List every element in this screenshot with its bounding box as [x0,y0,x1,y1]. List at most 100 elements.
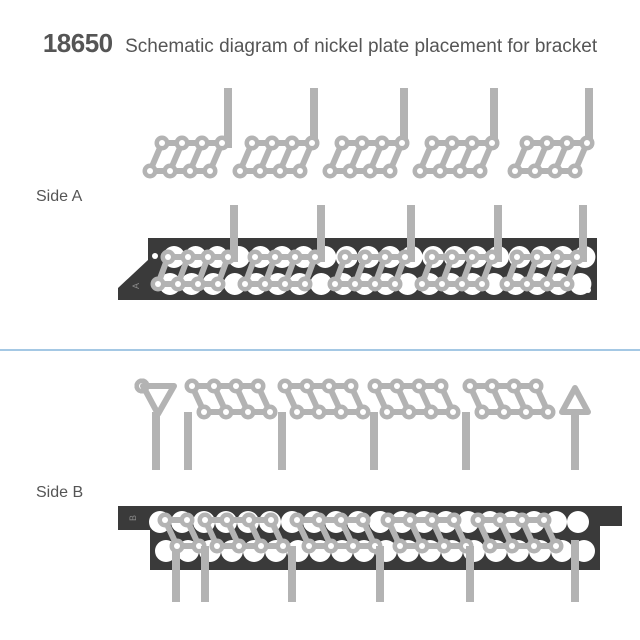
plate-node-hole [294,517,300,523]
plate-node-hole [179,140,185,146]
plate-node-hole [280,543,286,549]
plate-node-hole [524,140,530,146]
plate-tab [288,546,296,602]
plate-node-hole [544,281,550,287]
plate-node-hole [545,409,551,415]
side-b-plate-5 [462,378,556,470]
plate-node-hole [497,517,503,523]
title-text: Schematic diagram of nickel plate placem… [125,36,598,57]
plate-node-hole [457,168,463,174]
plate-node-hole [255,383,261,389]
plate-node-hole [487,543,493,549]
plate-node-hole [242,281,248,287]
plate-node-hole [552,168,558,174]
plate-node-hole [189,383,195,389]
plate-node-hole [469,254,475,260]
plate-node-hole [202,517,208,523]
plate-node-hole [267,409,273,415]
plate-node-hole [450,409,456,415]
plate-node-hole [224,517,230,523]
plate-node-hole [174,543,180,549]
side-b-mounted-plate-1 [157,512,207,602]
plate-node-hole [504,281,510,287]
plate-node-hole [249,140,255,146]
plate-node-hole [338,517,344,523]
plate-node-hole [509,543,515,549]
plate-node-hole [348,383,354,389]
plate-node-hole [258,543,264,549]
plate-node-hole [304,383,310,389]
plate-node-hole [407,517,413,523]
plate-node-hole [437,168,443,174]
plate-node-hole [214,543,220,549]
plate-node-hole [429,140,435,146]
plate-node-hole [489,383,495,389]
side-a-plate-4 [412,88,500,179]
plate-tab [278,412,286,470]
plate-node-hole [184,517,190,523]
plate-node-hole [574,254,580,260]
plate-node-hole [309,140,315,146]
side-a-bracket-assembly: A [118,205,597,300]
plate-node-hole [584,140,590,146]
plate-node-hole [245,409,251,415]
plate-node-hole [553,543,559,549]
plate-node-hole [147,168,153,174]
plate-node-hole [544,140,550,146]
side-a-plate-2 [232,88,320,179]
plate-node-hole [316,517,322,523]
plate-node-hole [187,168,193,174]
plate-node-hole [272,254,278,260]
plate-tab [490,88,498,148]
side-a-mounted-plate-5 [499,205,587,292]
plate-node-hole [477,168,483,174]
plate-tab [585,88,593,148]
plate-node-hole [233,383,239,389]
plate-node-hole [384,409,390,415]
plate-node-hole [416,383,422,389]
plate-node-hole [297,168,303,174]
side-b-mounted-plate-3 [288,512,383,602]
plate-node-hole [225,254,231,260]
plate-node-hole [531,543,537,549]
plate-node-hole [438,383,444,389]
plate-node-hole [328,543,334,549]
plate-node-hole [449,140,455,146]
plate-node-hole [219,140,225,146]
side-a-plate-3 [322,88,410,179]
plate-node-hole [475,517,481,523]
plate-node-hole [282,281,288,287]
plate-node-hole [360,409,366,415]
plate-node-hole [429,517,435,523]
plate-node-hole [459,281,465,287]
plate-node-hole [429,254,435,260]
plate-node-hole [394,383,400,389]
side-a-label: Side A [36,188,83,205]
plate-node-hole [292,254,298,260]
cell-bottom [569,273,592,295]
plate-node-hole [205,254,211,260]
plate-node-hole [339,140,345,146]
plate-node-hole [268,517,274,523]
plate-node-hole [237,168,243,174]
cell-bottom [483,273,505,295]
plate-node-hole [469,140,475,146]
side-b-mounted-plate-2 [197,512,291,602]
plate-node-hole [167,168,173,174]
plate-node-hole [165,254,171,260]
side-a-mounted-plate-3 [327,205,415,292]
side-b-bracket-assembly: B [118,506,622,602]
plate-node-hole [523,409,529,415]
plate-tab [172,546,180,602]
plate-node-hole [385,517,391,523]
plate-node-hole [196,543,202,549]
plate-node-hole [332,281,338,287]
plate-node-hole [162,517,168,523]
plate-tab [571,540,579,602]
plate-node-hole [479,281,485,287]
plate-node-hole [306,543,312,549]
plate-tab [400,88,408,148]
plate-node-hole [467,383,473,389]
plate-node-hole [372,383,378,389]
